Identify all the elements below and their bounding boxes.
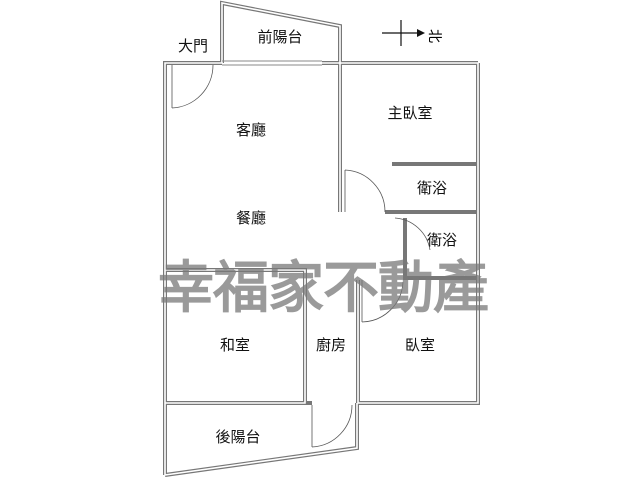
doors <box>171 64 431 448</box>
label-living-room: 客廳 <box>235 121 267 139</box>
walls <box>163 0 480 477</box>
label-front-balcony: 前陽台 <box>257 28 303 46</box>
watermark: 幸福家不動產 <box>158 256 489 321</box>
label-bedroom: 臥室 <box>404 336 436 354</box>
label-bathroom-1: 衛浴 <box>416 179 448 197</box>
label-dining-room: 餐廳 <box>235 209 267 227</box>
label-bathroom-2: 衛浴 <box>426 231 458 249</box>
compass-north-label: 北 <box>426 29 442 43</box>
label-master-bedroom: 主臥室 <box>387 104 433 122</box>
label-tatami-room: 和室 <box>219 336 251 354</box>
label-kitchen: 廚房 <box>315 336 347 354</box>
label-back-balcony: 後陽台 <box>215 428 261 446</box>
windows <box>222 60 322 66</box>
label-main-door: 大門 <box>177 37 209 55</box>
compass-arrow <box>382 20 425 46</box>
